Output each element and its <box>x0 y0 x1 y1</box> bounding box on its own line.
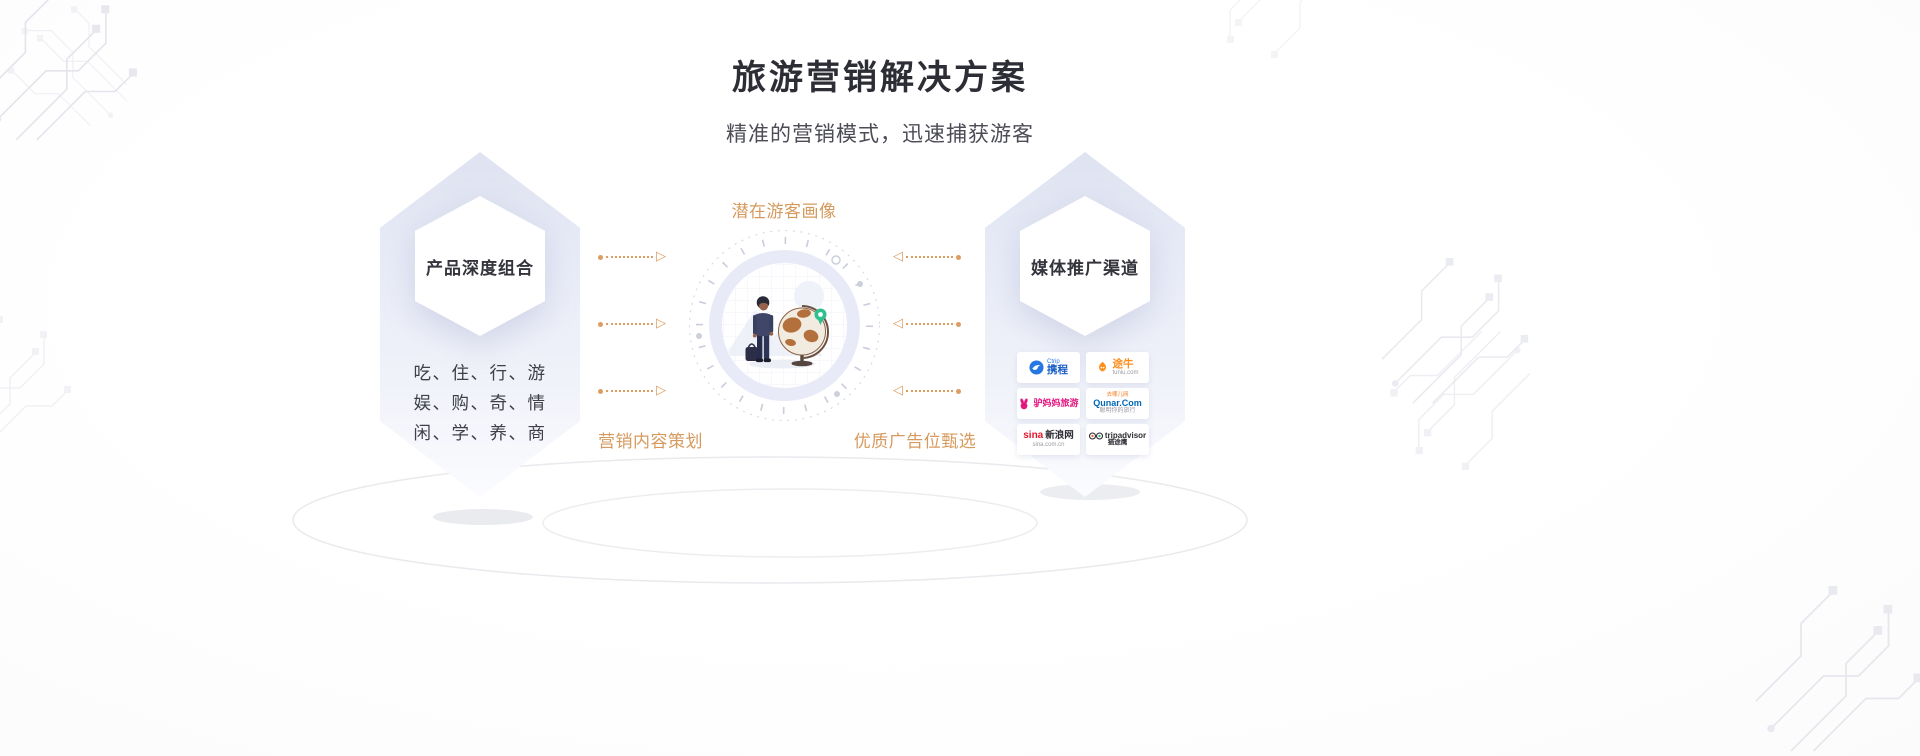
circuit-decoration-right <box>1381 257 1531 471</box>
media-logo-grid: Ctrip 携程 途牛 tuniu.com <box>1017 352 1149 455</box>
flow-dotted-line <box>606 256 653 258</box>
ctrip-dolphin-icon <box>1029 360 1044 375</box>
tripadvisor-brand-text: 猫途鹰 <box>1107 439 1128 447</box>
product-combination-card: 产品深度组合 吃、住、行、游 娱、购、奇、情 闲、学、养、商 <box>380 152 580 497</box>
logo-chip-qunar: 去哪儿网 Qunar.Com 聪明你的旅行 <box>1086 388 1149 419</box>
arrow-right-icon: ▷ <box>656 383 666 398</box>
media-channels-card: 媒体推广渠道 Ctrip 携程 <box>985 152 1185 497</box>
tripadvisor-owl-icon <box>1088 432 1103 440</box>
flow-dotted-line <box>906 323 953 325</box>
product-item-list: 吃、住、行、游 娱、购、奇、情 闲、学、养、商 <box>380 358 580 448</box>
logo-chip-ctrip: Ctrip 携程 <box>1017 352 1080 383</box>
location-pin-icon <box>814 308 827 325</box>
left-card-shadow <box>433 509 533 525</box>
tourist-profile-diagram <box>687 228 882 423</box>
lavender-ring <box>709 250 860 401</box>
qunar-brand-text: Qunar.Com <box>1093 397 1142 408</box>
product-line: 娱、购、奇、情 <box>413 393 547 413</box>
sina-domain-text: sina.com.cn <box>1032 441 1065 448</box>
ring-dot <box>857 281 863 287</box>
logo-chip-tuniu: 途牛 tuniu.com <box>1086 352 1149 383</box>
outer-dotted-ring <box>688 229 881 422</box>
card-title-hexagon: 媒体推广渠道 <box>1020 196 1150 336</box>
circuit-decoration-bottom-right <box>1755 585 1920 752</box>
cloud-background <box>794 281 824 311</box>
flow-dotted-line <box>906 390 953 392</box>
flow-dot <box>598 321 603 327</box>
logo-chip-tripadvisor: tripadvisor 猫途鹰 <box>1086 424 1149 455</box>
tripadvisor-latin-text: tripadvisor <box>1104 430 1147 440</box>
flow-arrow-left-3: ▷ <box>598 384 666 398</box>
flow-dot <box>598 388 603 394</box>
logo-chip-lvmama: 驴妈妈旅游 <box>1017 388 1080 419</box>
arrow-right-icon: ▷ <box>656 316 666 331</box>
ring-node <box>831 255 841 265</box>
circuit-decoration-left-edge <box>0 315 72 449</box>
qunar-cn-text: 去哪儿网 <box>1106 391 1129 398</box>
label-ad-selection: 优质广告位甄选 <box>853 432 977 451</box>
arrow-left-icon: ◁ <box>893 316 903 331</box>
page-title: 旅游营销解决方案 <box>732 59 1028 97</box>
arrow-left-icon: ◁ <box>893 249 903 264</box>
circuit-decoration-top-left <box>0 0 138 141</box>
label-content-planning: 营销内容策划 <box>598 432 703 451</box>
product-line: 吃、住、行、游 <box>413 363 547 383</box>
dial-illustration <box>688 229 881 422</box>
page-subtitle: 精准的营销模式，迅速捕获游客 <box>726 123 1034 146</box>
ctrip-brand-text: 携程 <box>1047 364 1068 377</box>
flow-dot <box>956 321 961 327</box>
left-card-title: 产品深度组合 <box>426 258 534 278</box>
lvmama-brand-text: 驴妈妈旅游 <box>1033 397 1079 408</box>
product-line: 闲、学、养、商 <box>413 423 547 443</box>
arrow-left-icon: ◁ <box>893 383 903 398</box>
tick-ring <box>696 237 873 414</box>
ring-dot <box>834 391 840 397</box>
tuniu-brand-text: 途牛 <box>1112 357 1134 370</box>
flow-dot <box>956 254 961 260</box>
globe-illustration <box>778 305 829 367</box>
lvmama-donkey-icon <box>1020 398 1029 409</box>
flow-dot <box>956 388 961 394</box>
sina-latin-text: sina <box>1023 430 1044 442</box>
qunar-slogan-text: 聪明你的旅行 <box>1099 407 1136 414</box>
flow-arrow-right-1: ◁ <box>893 250 961 264</box>
flow-dot <box>598 254 603 260</box>
right-card-title: 媒体推广渠道 <box>1031 258 1139 278</box>
tuniu-cow-icon <box>1099 361 1107 372</box>
flow-arrow-left-2: ▷ <box>598 317 666 331</box>
flow-arrow-left-1: ▷ <box>598 250 666 264</box>
flow-arrow-right-3: ◁ <box>893 384 961 398</box>
flow-dotted-line <box>606 323 653 325</box>
ring-dot <box>696 333 702 339</box>
flow-arrow-right-2: ◁ <box>893 317 961 331</box>
traveler-illustration <box>745 296 774 363</box>
arrow-right-icon: ▷ <box>656 249 666 264</box>
flow-dotted-line <box>906 256 953 258</box>
card-title-hexagon: 产品深度组合 <box>415 196 545 336</box>
ctrip-latin-text: Ctrip <box>1047 358 1060 365</box>
sina-brand-text: 新浪网 <box>1045 430 1074 442</box>
logo-chip-sina: sina 新浪网 sina.com.cn <box>1017 424 1080 455</box>
label-tourist-portrait: 潜在游客画像 <box>731 202 837 221</box>
tuniu-domain-text: tuniu.com <box>1112 369 1139 376</box>
section-header: 旅游营销解决方案 精准的营销模式，迅速捕获游客 <box>430 50 1330 148</box>
flow-dotted-line <box>606 390 653 392</box>
